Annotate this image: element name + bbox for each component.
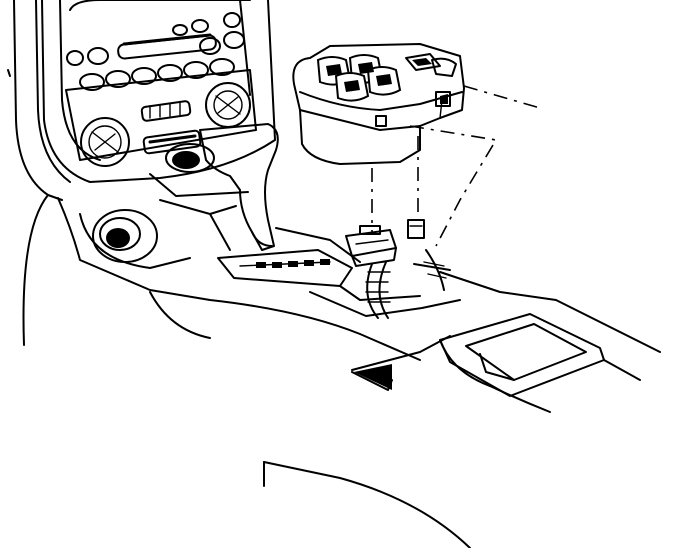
dash-panel-left-edge — [7, 0, 71, 346]
climate-control-knobs — [80, 82, 251, 167]
cup-holder — [439, 313, 641, 413]
radio-head-unit — [66, 0, 251, 91]
wiring-harness-connector — [345, 219, 425, 267]
radio-bezel — [41, 0, 276, 183]
gear-shift-lever — [165, 123, 279, 251]
wiring-harness — [365, 249, 447, 319]
shifter-gate — [217, 249, 353, 287]
center-console — [57, 173, 661, 391]
exploded-view-guide-lines — [371, 85, 541, 247]
cigarette-lighter — [79, 209, 191, 269]
floor-edge-line — [263, 461, 471, 548]
window-switch-module — [292, 43, 465, 165]
